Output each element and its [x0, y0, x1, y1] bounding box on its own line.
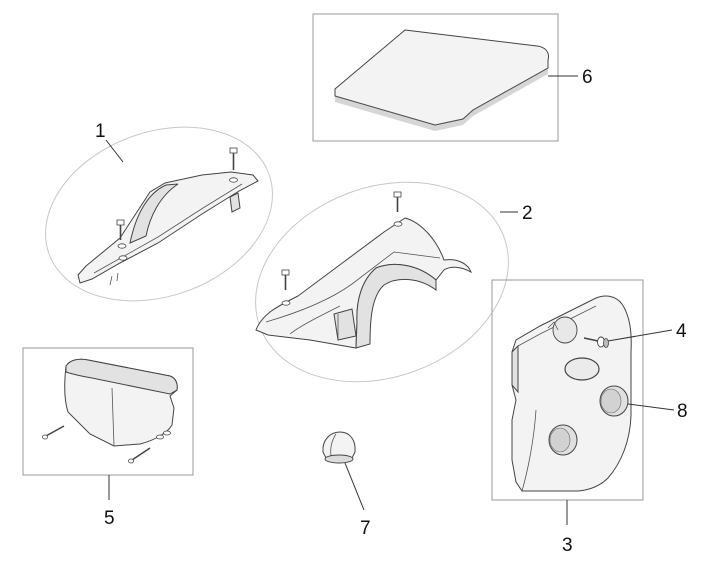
- bolt-icon: [116, 219, 128, 261]
- leader-1: [105, 139, 124, 163]
- footrest-bracket: [77, 171, 259, 284]
- callout-4: 4: [676, 321, 687, 342]
- callout-8: 8: [677, 401, 688, 422]
- callout-7: 7: [360, 518, 371, 539]
- bolt-icon: [281, 269, 291, 306]
- screw-icon: [128, 447, 151, 464]
- part-2-group: 2: [255, 181, 533, 383]
- callout-5: 5: [104, 508, 115, 529]
- callout-1: 1: [95, 121, 106, 142]
- part-7-group: 7: [322, 431, 371, 539]
- shroud-badge-recess: [564, 357, 600, 381]
- screw-icon: [42, 425, 65, 440]
- fender-bracket: [333, 308, 357, 341]
- part-1-ellipse: [45, 126, 273, 302]
- part-5-frame: [22, 347, 194, 476]
- callout-6: 6: [582, 67, 593, 88]
- screw-icon: [583, 336, 609, 348]
- leader-4: [607, 329, 673, 342]
- part-5-group: 5: [22, 347, 194, 529]
- knob-cap: [322, 431, 356, 459]
- part-6-group: 6: [312, 13, 593, 142]
- part-1-group: 1: [45, 121, 273, 302]
- leader-7: [344, 462, 365, 511]
- part-6-frame: [312, 13, 559, 142]
- bolt-icon: [393, 191, 403, 227]
- leader-8: [627, 403, 675, 411]
- shroud-opening-top: [552, 316, 578, 344]
- part-3-group: 4 8 3: [491, 279, 688, 556]
- callout-3: 3: [562, 535, 573, 556]
- bolt-icon: [229, 147, 238, 183]
- callout-2: 2: [522, 203, 533, 224]
